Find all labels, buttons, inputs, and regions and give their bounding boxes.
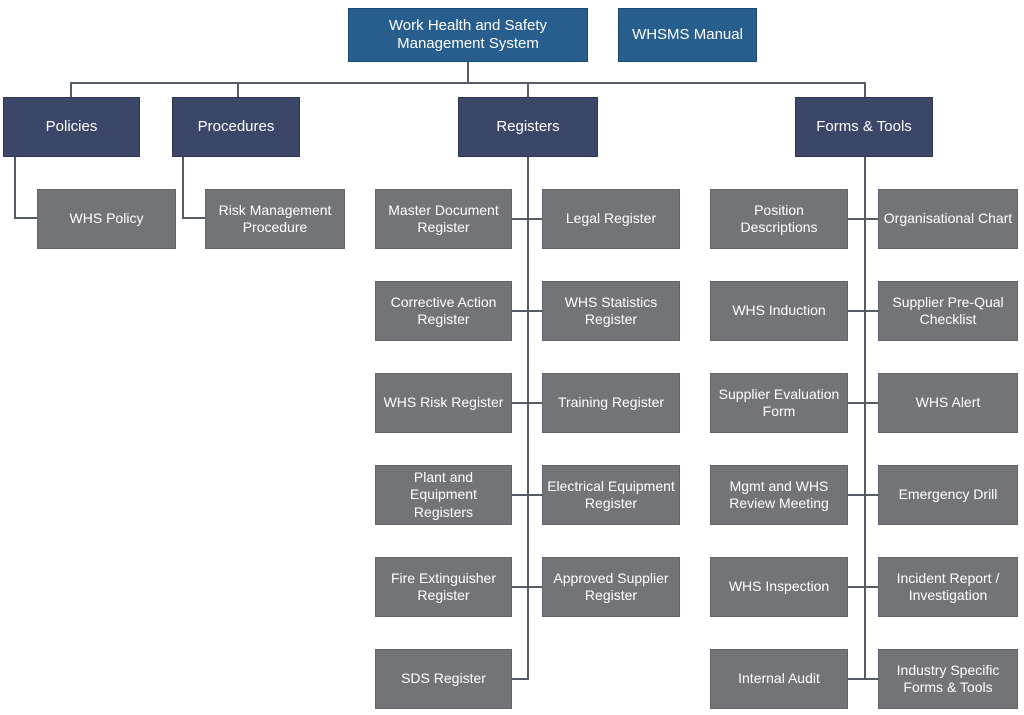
node-industry-specific-forms-tools: Industry Specific Forms & Tools (878, 649, 1018, 709)
node-registers: Registers (458, 97, 598, 157)
node-whs-risk-register: WHS Risk Register (375, 373, 512, 433)
node-mgmt-whs-review-meeting: Mgmt and WHS Review Meeting (710, 465, 848, 525)
connector-procedures-elbow-h (182, 217, 205, 219)
node-whs-induction: WHS Induction (710, 281, 848, 341)
node-procedures: Procedures (172, 97, 300, 157)
connector-registers-stub-row5 (512, 586, 542, 588)
connector-forms-spine (864, 157, 866, 680)
node-incident-report-investigation: Incident Report / Investigation (878, 557, 1018, 617)
node-training-register: Training Register (542, 373, 680, 433)
connector-drop-registers (527, 82, 529, 97)
connector-drop-forms-tools (864, 82, 866, 97)
connector-top-rail (70, 82, 866, 84)
connector-registers-spine (527, 157, 529, 680)
node-corrective-action-register: Corrective Action Register (375, 281, 512, 341)
connector-drop-procedures (237, 82, 239, 97)
node-whs-alert: WHS Alert (878, 373, 1018, 433)
node-fire-extinguisher-register: Fire Extinguisher Register (375, 557, 512, 617)
connector-policies-elbow-v (14, 157, 16, 219)
connector-procedures-elbow-v (182, 157, 184, 219)
node-approved-supplier-register: Approved Supplier Register (542, 557, 680, 617)
node-emergency-drill: Emergency Drill (878, 465, 1018, 525)
node-sds-register: SDS Register (375, 649, 512, 709)
connector-registers-stub-row2 (512, 310, 542, 312)
connector-registers-stub-row4 (512, 494, 542, 496)
node-root: Work Health and Safety Management System (348, 8, 588, 62)
node-whsms-manual: WHSMS Manual (618, 8, 757, 62)
node-organisational-chart: Organisational Chart (878, 189, 1018, 249)
node-plant-equipment-registers: Plant and Equipment Registers (375, 465, 512, 525)
node-electrical-equipment-register: Electrical Equipment Register (542, 465, 680, 525)
node-whs-inspection: WHS Inspection (710, 557, 848, 617)
connector-forms-stub-row4 (848, 494, 878, 496)
connector-forms-stub-row3 (848, 402, 878, 404)
node-policies: Policies (3, 97, 140, 157)
connector-forms-stub-row2 (848, 310, 878, 312)
connector-registers-stub-row1 (512, 218, 542, 220)
connector-policies-elbow-h (14, 217, 37, 219)
node-risk-management-procedure: Risk Management Procedure (205, 189, 345, 249)
node-supplier-pre-qual-checklist: Supplier Pre-Qual Checklist (878, 281, 1018, 341)
node-position-descriptions: Position Descriptions (710, 189, 848, 249)
node-supplier-evaluation-form: Supplier Evaluation Form (710, 373, 848, 433)
node-forms-tools: Forms & Tools (795, 97, 933, 157)
connector-registers-stub-row6 (512, 678, 529, 680)
connector-forms-stub-row6 (848, 678, 878, 680)
node-master-document-register: Master Document Register (375, 189, 512, 249)
node-whs-statistics-register: WHS Statistics Register (542, 281, 680, 341)
connector-registers-stub-row3 (512, 402, 542, 404)
connector-root-stub (467, 62, 469, 83)
node-internal-audit: Internal Audit (710, 649, 848, 709)
node-legal-register: Legal Register (542, 189, 680, 249)
connector-drop-policies (70, 82, 72, 97)
connector-forms-stub-row1 (848, 218, 878, 220)
connector-forms-stub-row5 (848, 586, 878, 588)
node-whs-policy: WHS Policy (37, 189, 176, 249)
